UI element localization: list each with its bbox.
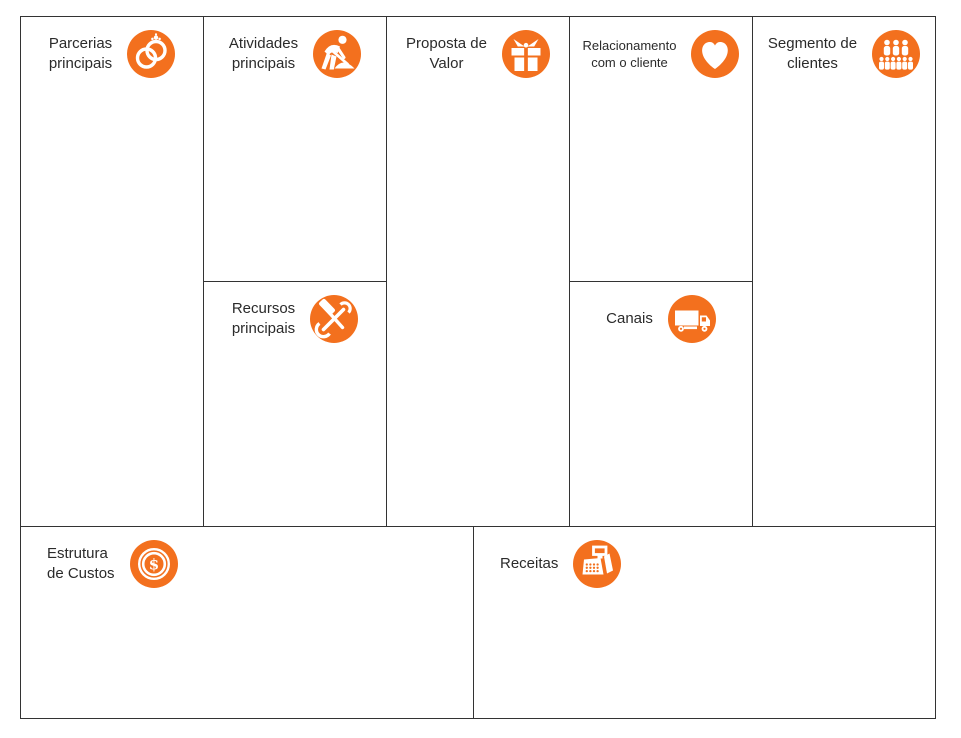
people-icon [872,30,921,78]
tools-icon [310,295,359,343]
block-header: Atividades principais [204,17,386,78]
block-header: Parcerias principais [21,17,203,78]
block-label: Canais [606,310,653,328]
block-header: Relacionamento com o cliente [570,17,752,78]
gift-icon [501,30,550,78]
rings-icon [127,30,176,78]
block-header: Recursos principais [204,282,386,343]
block-header: Segmento de clientes [753,17,935,78]
block-label: Receitas [500,555,559,573]
block-parcerias-principais[interactable]: Parcerias principais [20,16,204,527]
worker-icon [313,30,362,78]
block-canais[interactable]: Canais [569,281,753,527]
heart-icon [691,30,740,78]
block-label: Proposta de Valor [406,35,487,72]
block-recursos-principais[interactable]: Recursos principais [203,281,387,527]
block-label: Segmento de clientes [767,35,858,72]
block-relacionamento-com-o-cliente[interactable]: Relacionamento com o cliente [569,16,753,282]
block-proposta-de-valor[interactable]: Proposta de Valor [386,16,570,527]
block-label: Atividades principais [228,35,299,72]
svg-text:$: $ [148,556,158,574]
business-model-canvas: Parcerias principais Atividades principa… [20,16,936,719]
block-atividades-principais[interactable]: Atividades principais [203,16,387,282]
block-label: Estrutura de Custos [47,545,115,582]
truck-icon [667,295,716,343]
register-icon [573,540,622,588]
block-label: Parcerias principais [48,35,113,72]
block-header: Proposta de Valor [387,17,569,78]
block-header: Canais [570,282,752,343]
block-label: Relacionamento com o cliente [582,37,677,70]
block-label: Recursos principais [231,300,296,337]
block-header: Estrutura de Custos $ [21,527,473,588]
block-segmento-de-clientes[interactable]: Segmento de clientes [752,16,936,527]
block-receitas[interactable]: Receitas [473,526,936,719]
block-estrutura-de-custos[interactable]: Estrutura de Custos $ [20,526,474,719]
coin-icon: $ [129,540,178,588]
block-header: Receitas [474,527,935,588]
